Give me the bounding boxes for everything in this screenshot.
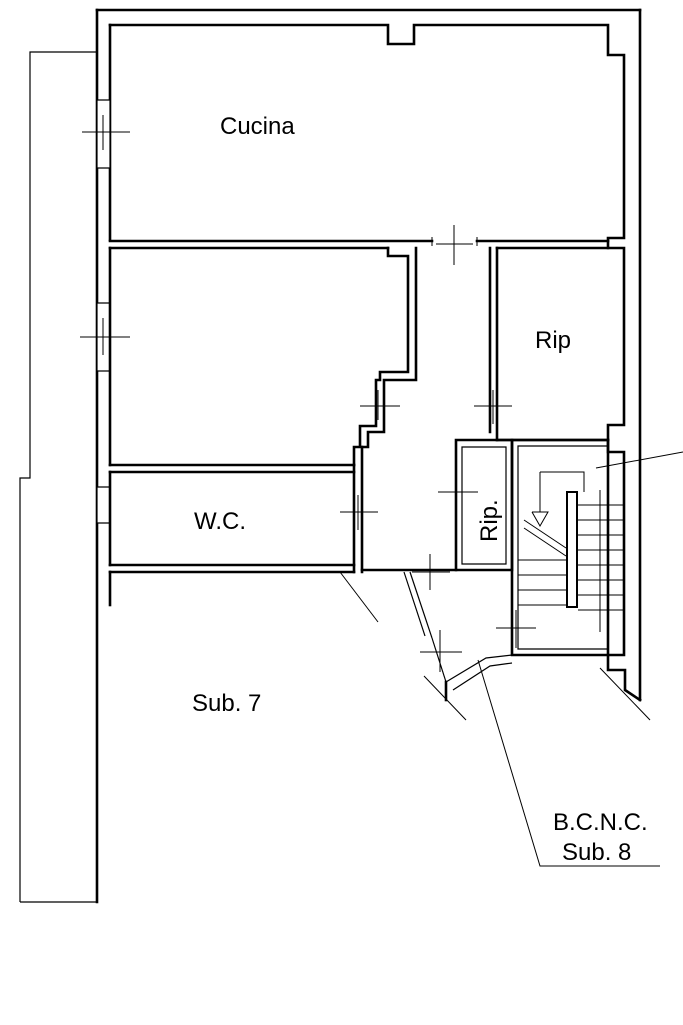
left-exterior-strip [20, 52, 97, 902]
outer-walls [97, 10, 640, 902]
common-area-leader [478, 660, 660, 866]
label-common-area-line1: B.C.N.C. [553, 809, 648, 836]
middle-room-walls [110, 248, 416, 465]
left-windows [80, 100, 130, 523]
corridor-walls [474, 248, 512, 440]
label-bathroom: W.C. [194, 508, 246, 535]
label-kitchen: Cucina [220, 113, 295, 140]
stair-handrail [567, 492, 577, 607]
label-common-area-line2: Sub. 8 [562, 839, 631, 866]
stairwell[interactable] [512, 440, 683, 720]
entry-walls [362, 554, 536, 720]
kitchen-partition [110, 225, 608, 265]
stair-treads [518, 490, 624, 632]
stair-direction-arrow [540, 472, 584, 492]
label-unit: Sub. 7 [192, 690, 261, 717]
label-storage-small: Rip. [476, 499, 503, 542]
label-storage: Rip [535, 327, 571, 354]
bathroom-walls [110, 447, 378, 622]
